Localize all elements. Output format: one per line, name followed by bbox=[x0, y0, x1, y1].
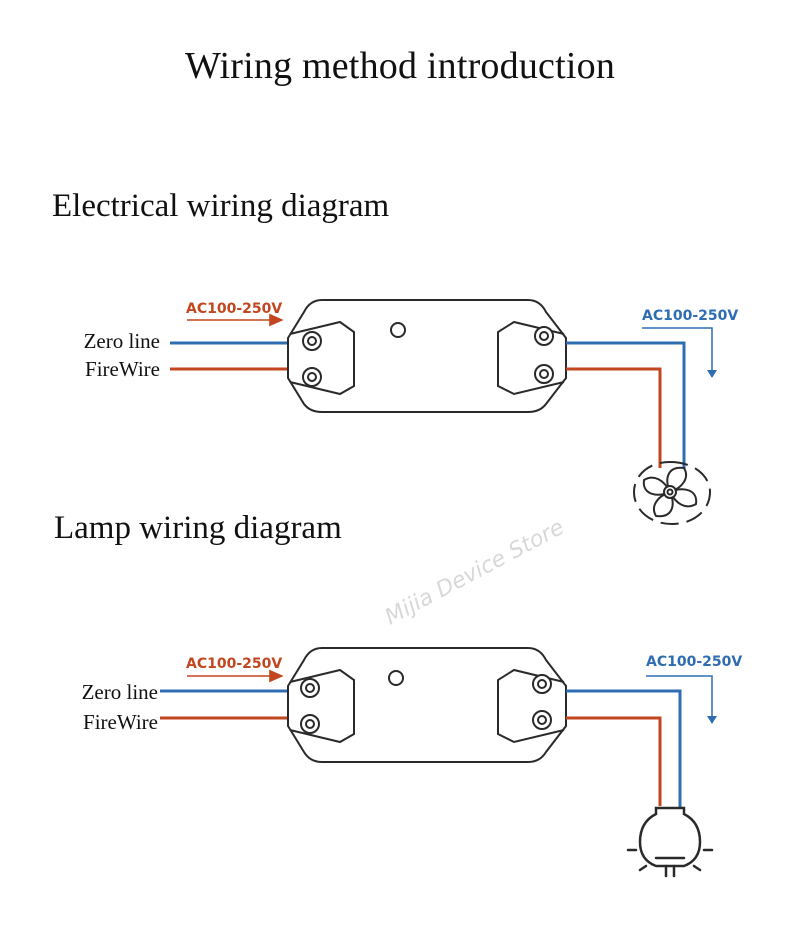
input-voltage-label: AC100-250V bbox=[186, 301, 282, 317]
electrical-diagram: AC100-250V AC100-250V bbox=[170, 299, 738, 526]
output-arrow bbox=[646, 675, 713, 720]
zero-line-label: Zero line bbox=[81, 680, 158, 704]
zero-line-label: Zero line bbox=[83, 329, 160, 353]
lamp-diagram: AC100-250V AC100-250V bbox=[160, 647, 742, 878]
output-voltage-label: AC100-250V bbox=[642, 308, 738, 324]
page-title: Wiring method introduction bbox=[184, 45, 616, 87]
output-voltage-label: AC100-250V bbox=[646, 654, 742, 670]
firewire-label: FireWire bbox=[85, 357, 160, 381]
indicator-led bbox=[388, 670, 404, 686]
fire-wire-out bbox=[566, 367, 662, 468]
input-voltage-label: AC100-250V bbox=[186, 656, 282, 672]
indicator-led bbox=[390, 322, 406, 338]
electrical-diagram-heading: Electrical wiring diagram bbox=[52, 188, 390, 224]
light-bulb-icon bbox=[626, 806, 714, 878]
lamp-diagram-heading: Lamp wiring diagram bbox=[54, 510, 342, 546]
fan-icon bbox=[632, 460, 712, 526]
zero-wire-out bbox=[566, 341, 686, 470]
watermark-text: Mijia Device Store bbox=[381, 515, 568, 630]
switch-module bbox=[287, 647, 567, 763]
fire-wire-out bbox=[566, 716, 662, 806]
firewire-label: FireWire bbox=[83, 710, 158, 734]
zero-wire-out bbox=[566, 689, 682, 808]
output-arrow bbox=[642, 327, 713, 375]
switch-module bbox=[287, 299, 567, 413]
